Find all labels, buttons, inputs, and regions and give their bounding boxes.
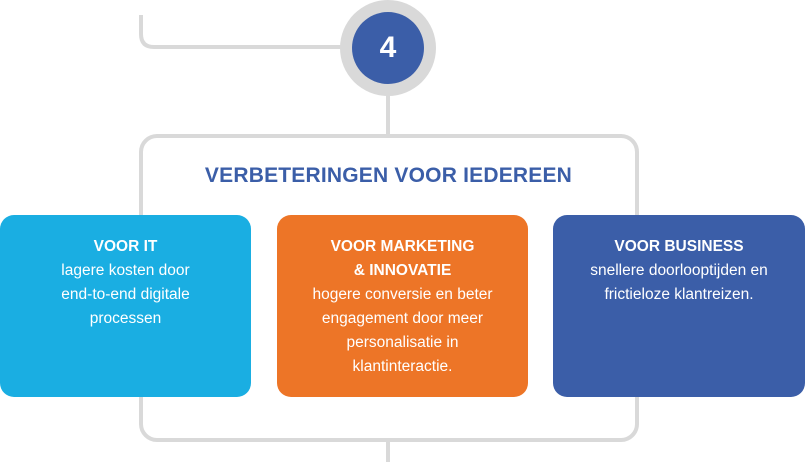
card-voor-it: VOOR IT lagere kosten door end-to-end di… [0,215,251,397]
card-voor-business: VOOR BUSINESS snellere doorlooptijden en… [553,215,805,397]
step-badge: 4 [352,12,424,84]
section-heading: VERBETERINGEN VOOR IEDEREEN [204,164,573,187]
incoming-connector [139,15,345,49]
card-title: VOOR BUSINESS [614,238,744,255]
card-body: lagere kosten door end-to-end digitale p… [61,262,190,327]
card-body: hogere conversie en beter engagement doo… [312,286,493,375]
card-body: snellere doorlooptijden en frictieloze k… [590,262,768,303]
card-title: VOOR MARKETING & INNOVATIE [330,238,475,279]
card-title: VOOR IT [93,238,158,255]
step-number: 4 [379,31,397,64]
card-voor-marketing: VOOR MARKETING & INNOVATIE hogere conver… [277,215,528,397]
